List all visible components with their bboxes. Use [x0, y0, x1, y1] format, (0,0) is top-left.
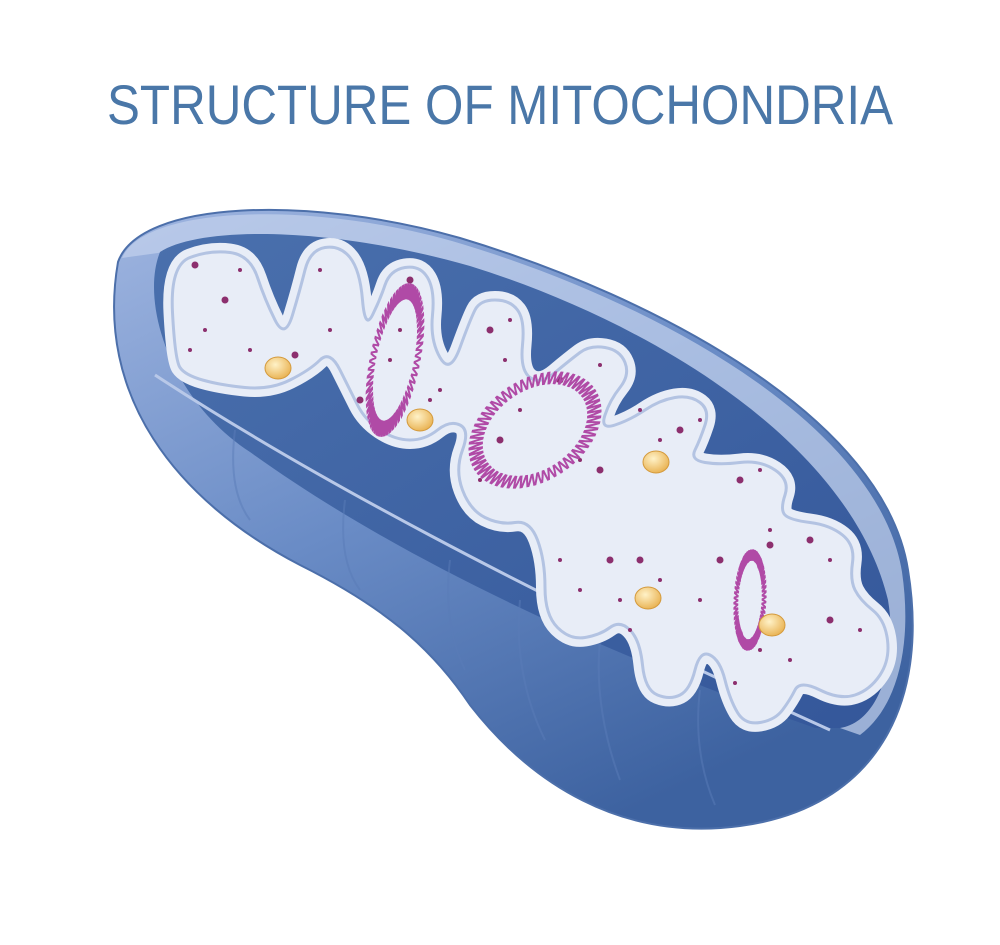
ribosome-dot — [438, 388, 442, 392]
ribosome-dot — [698, 598, 702, 602]
ribosome-dot — [388, 358, 392, 362]
granules — [264, 356, 786, 637]
ribosome-dot — [606, 556, 614, 564]
ribosome-dot — [291, 351, 299, 359]
ribosome-dot — [203, 328, 207, 332]
ribosome-dot — [248, 348, 252, 352]
ribosome-dot — [806, 536, 814, 544]
ribosome-dot — [636, 556, 644, 564]
ribosome-dot — [428, 398, 432, 402]
ribosome-dot — [858, 628, 862, 632]
page-title: STRUCTURE OF MITOCHONDRIA — [107, 73, 894, 136]
granule — [264, 356, 292, 380]
ribosome-dot — [486, 326, 494, 334]
ribosome-dot — [618, 598, 622, 602]
ribosome-dot — [356, 396, 364, 404]
granule — [758, 613, 786, 637]
ribosome-dot — [496, 436, 504, 444]
ribosome-dot — [826, 616, 834, 624]
granule — [406, 408, 434, 432]
ribosome-dot — [578, 458, 582, 462]
ribosome-dot — [503, 358, 507, 362]
dna-loop — [733, 549, 767, 651]
ribosome-dot — [828, 558, 832, 562]
dna-loop — [468, 371, 602, 489]
ribosomes — [188, 261, 862, 685]
ribosome-dot — [788, 658, 792, 662]
ribosome-dot — [398, 328, 402, 332]
front-wall-folds — [232, 429, 716, 806]
ribosome-dot — [598, 363, 602, 367]
ribosome-dot — [758, 648, 762, 652]
granule — [642, 450, 670, 474]
ribosome-dot — [628, 628, 632, 632]
ribosome-dot — [733, 681, 737, 685]
ribosome-dot — [766, 541, 774, 549]
ribosome-dot — [768, 528, 772, 532]
ribosome-dot — [406, 276, 414, 284]
ribosome-dot — [578, 588, 582, 592]
ribosome-dot — [221, 296, 229, 304]
ribosome-dot — [638, 408, 642, 412]
ribosome-dot — [758, 468, 762, 472]
ribosome-dot — [508, 318, 512, 322]
ribosome-dot — [596, 466, 604, 474]
dna-loop — [365, 283, 425, 437]
ribosome-dot — [328, 328, 332, 332]
mitochondrial-dna — [365, 283, 767, 651]
ribosome-dot — [698, 418, 702, 422]
cristae-edge — [170, 245, 890, 725]
ribosome-dot — [658, 578, 662, 582]
ribosome-dot — [478, 478, 482, 482]
ribosome-dot — [676, 426, 684, 434]
ribosome-dot — [238, 268, 242, 272]
ribosome-dot — [188, 348, 192, 352]
ribosome-dot — [658, 438, 662, 442]
granule — [634, 586, 662, 610]
ribosome-dot — [518, 408, 522, 412]
ribosome-dot — [716, 556, 724, 564]
ribosome-dot — [318, 268, 322, 272]
ribosome-dot — [736, 476, 744, 484]
ribosome-dot — [191, 261, 199, 269]
title-svg: STRUCTURE OF MITOCHONDRIA — [107, 73, 894, 136]
ribosome-dot — [558, 558, 562, 562]
